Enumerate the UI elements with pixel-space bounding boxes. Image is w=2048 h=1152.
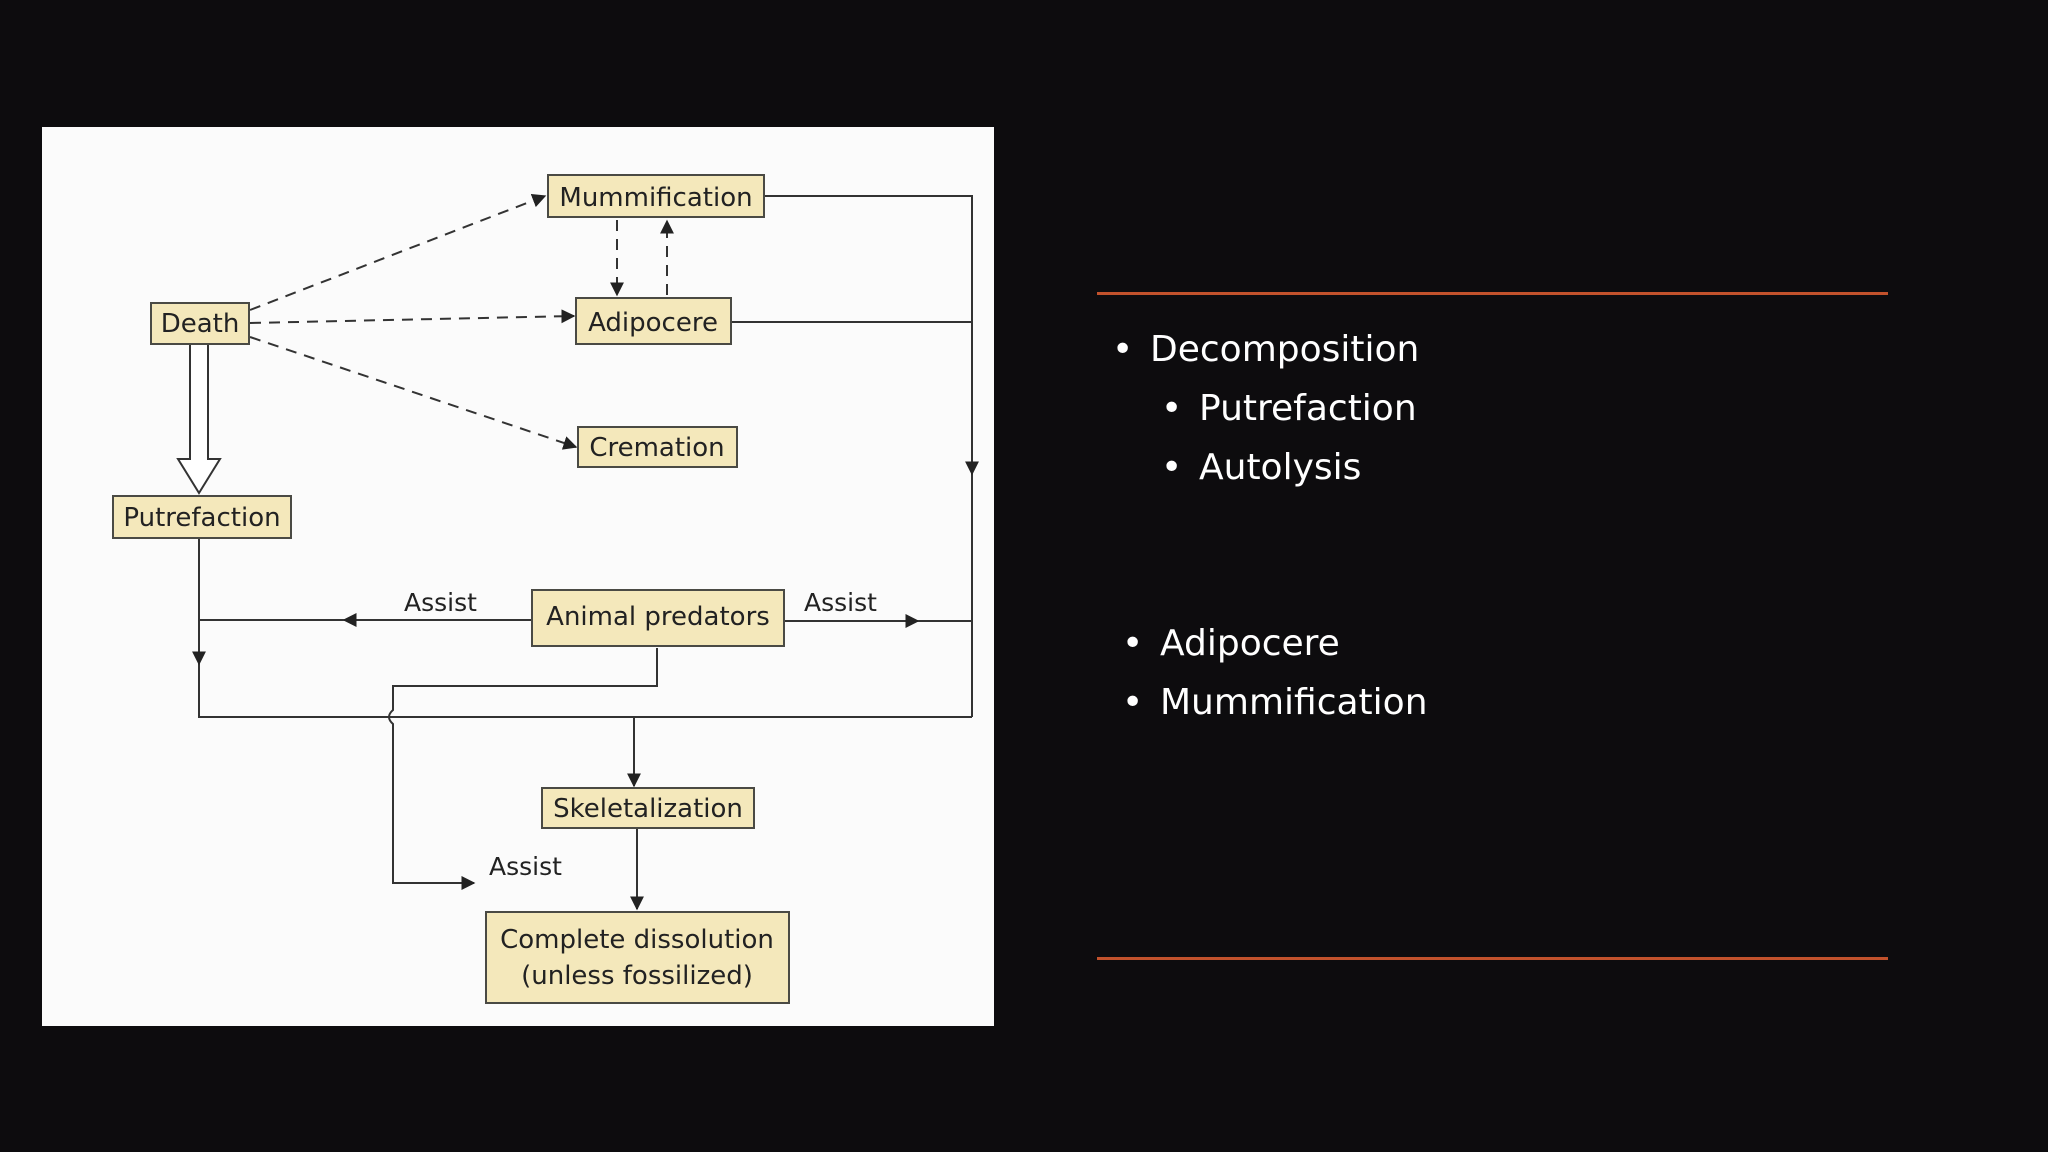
diagram-canvas: Assist Assist Assist Mummification Adipo… <box>112 174 979 1004</box>
predators-to-dissolution-line <box>388 648 658 884</box>
node-adipocere-label: Adipocere <box>588 308 718 338</box>
bullet-putrefaction: Putrefaction <box>1161 379 1419 438</box>
bullet-autolysis: Autolysis <box>1161 438 1419 497</box>
node-cremation: Cremation <box>577 426 738 468</box>
bullet-adipocere: Adipocere <box>1122 614 1428 673</box>
node-mummification: Mummification <box>547 174 765 218</box>
decomposition-flow-diagram: Assist Assist Assist Mummification Adipo… <box>42 127 994 1026</box>
bullet-list-preservation: Adipocere Mummification <box>1122 614 1428 732</box>
node-adipocere: Adipocere <box>575 297 732 345</box>
bullet-decomposition: Decomposition <box>1112 320 1419 379</box>
node-animal-predators-label: Animal predators <box>546 602 770 632</box>
node-mummification-label: Mummification <box>559 183 752 213</box>
node-putrefaction-label: Putrefaction <box>123 503 280 533</box>
edge-label-assist-left: Assist <box>404 588 477 617</box>
bullet-mummification: Mummification <box>1122 673 1427 732</box>
node-death-label: Death <box>161 309 240 339</box>
node-complete-dissolution: Complete dissolution (unless fossilized) <box>485 911 790 1004</box>
death-to-cremation-arrow <box>249 336 578 450</box>
node-cremation-label: Cremation <box>589 433 724 463</box>
edge-label-assist-right: Assist <box>804 588 877 617</box>
node-death: Death <box>150 302 250 345</box>
death-to-mummification-arrow <box>249 194 547 311</box>
node-complete-dissolution-line1: Complete dissolution <box>500 925 774 955</box>
mummification-right-line <box>764 195 973 717</box>
accent-rule-top <box>1097 292 1888 295</box>
node-skeletalization: Skeletalization <box>541 787 755 829</box>
edge-label-assist-bottom: Assist <box>489 852 562 881</box>
death-to-putrefaction-hollow-arrow <box>176 344 222 495</box>
node-skeletalization-label: Skeletalization <box>553 794 743 824</box>
death-to-adipocere-arrow <box>249 309 576 324</box>
node-putrefaction: Putrefaction <box>112 495 292 539</box>
node-animal-predators: Animal predators <box>531 589 785 647</box>
bullet-list-decomposition: Decomposition Putrefaction Autolysis <box>1112 320 1419 497</box>
node-complete-dissolution-line2: (unless fossilized) <box>521 961 753 991</box>
accent-rule-bottom <box>1097 957 1888 960</box>
